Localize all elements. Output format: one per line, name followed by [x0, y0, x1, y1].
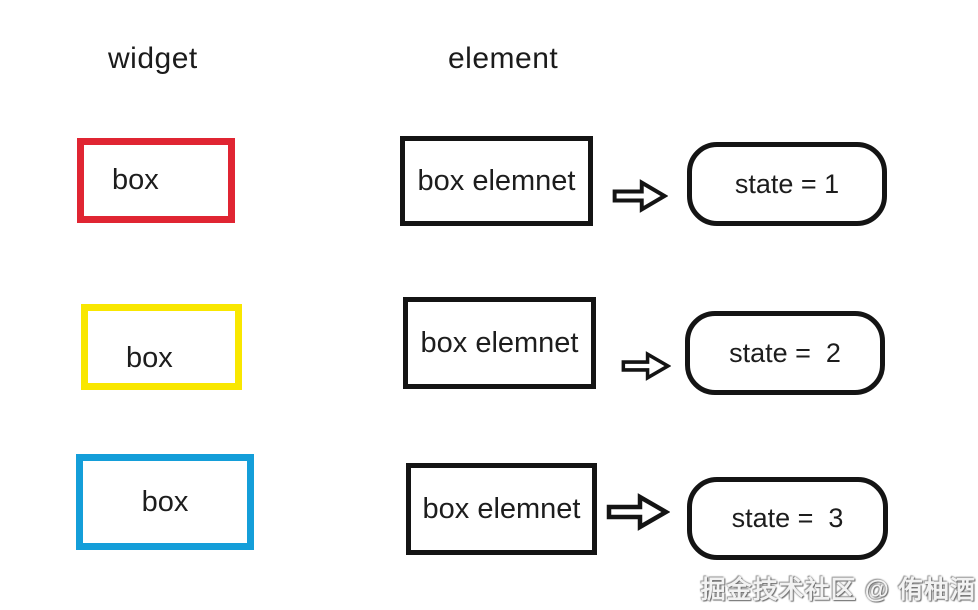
- element-box-label: box elemnet: [417, 164, 576, 197]
- element-box-1: box elemnet: [400, 136, 593, 226]
- widget-box-red: box: [77, 138, 235, 223]
- widget-box-label: box: [112, 164, 159, 196]
- column-header-widget: widget: [108, 42, 198, 75]
- right-arrow-icon: [621, 351, 671, 381]
- right-arrow-icon: [606, 493, 670, 531]
- element-box-2: box elemnet: [403, 297, 596, 389]
- element-box-label: box elemnet: [420, 326, 579, 359]
- state-label: state = 3: [731, 503, 844, 533]
- column-header-element: element: [448, 42, 559, 75]
- widget-box-yellow: box: [81, 304, 242, 390]
- state-box-1: state = 1: [687, 142, 887, 226]
- element-box-3: box elemnet: [406, 463, 597, 555]
- state-box-3: state = 3: [687, 477, 888, 560]
- state-label: state = 1: [734, 168, 840, 199]
- state-box-2: state = 2: [685, 311, 885, 395]
- widget-box-blue: box: [76, 454, 254, 550]
- widget-box-label: box: [141, 485, 189, 518]
- widget-box-label: box: [126, 342, 173, 374]
- watermark: 掘金技术社区 @ 侑柚酒: [700, 576, 976, 604]
- element-box-label: box elemnet: [422, 492, 581, 525]
- right-arrow-icon: [612, 179, 668, 213]
- state-label: state = 2: [729, 337, 841, 368]
